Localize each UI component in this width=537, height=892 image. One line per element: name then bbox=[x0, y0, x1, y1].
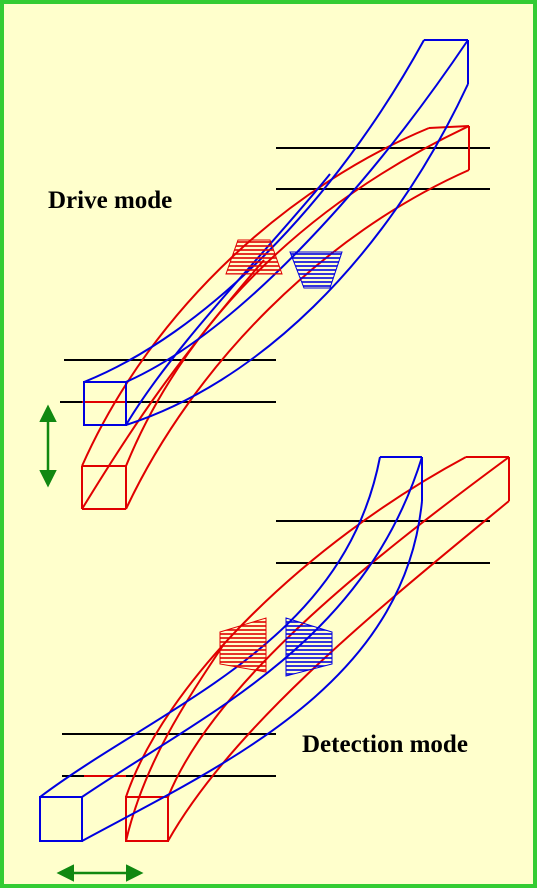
drive-mode-diagram bbox=[39, 39, 490, 510]
drive-beam-red bbox=[81, 125, 470, 510]
detection-mode-diagram bbox=[39, 456, 510, 882]
diagram-svg bbox=[39, 39, 510, 882]
drive-mode-label: Drive mode bbox=[48, 187, 173, 214]
drive-mass-blue bbox=[289, 251, 343, 289]
detection-mode-label: Detection mode bbox=[302, 731, 468, 758]
drive-mass-red bbox=[225, 239, 283, 275]
drive-beam-blue bbox=[83, 39, 469, 426]
detection-mass-blue bbox=[285, 617, 333, 677]
detection-mass-red bbox=[219, 617, 267, 673]
